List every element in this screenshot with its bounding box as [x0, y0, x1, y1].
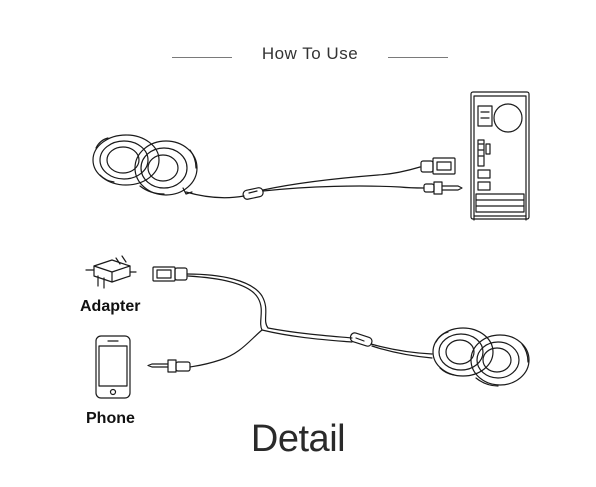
- usb-plug-icon: [420, 157, 456, 175]
- audio-jack-icon: [423, 181, 463, 195]
- page-title: How To Use: [261, 44, 359, 63]
- phone-label: Phone: [86, 410, 135, 427]
- usb-plug-icon: [152, 266, 188, 282]
- title-rule-right: [388, 57, 448, 58]
- speaker-pair-icon: [432, 327, 530, 387]
- title-rule-left: [172, 57, 232, 58]
- smartphone-icon: [95, 335, 131, 399]
- power-adapter-icon: [85, 255, 137, 289]
- volume-control-icon: [242, 187, 264, 200]
- volume-control-icon: [349, 332, 373, 347]
- detail-title: Detail: [250, 418, 346, 460]
- adapter-label: Adapter: [80, 298, 141, 315]
- computer-tower-icon: [470, 91, 530, 221]
- header: How To Use: [0, 44, 596, 70]
- speaker-pair-icon: [92, 134, 198, 196]
- audio-jack-icon: [147, 359, 191, 373]
